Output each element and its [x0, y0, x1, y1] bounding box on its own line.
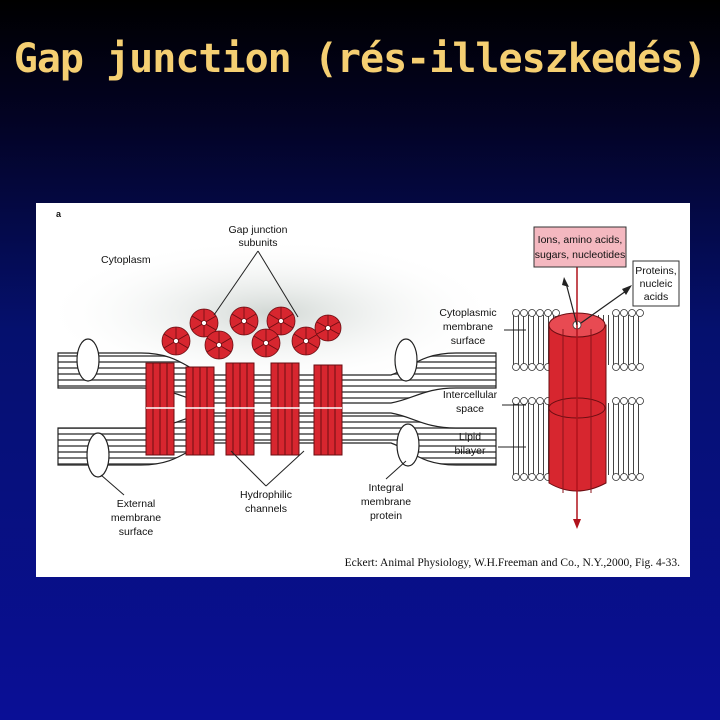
- ions-box-line1: Ions, amino acids,: [538, 234, 623, 246]
- connexon-channels: [145, 362, 343, 456]
- label-cytoplasm: Cytoplasm: [101, 254, 151, 266]
- label-cytoplasmic-surface-3: surface: [451, 335, 486, 347]
- label-integral-protein-1: Integral: [368, 482, 403, 494]
- connexon-cylinder-detail: [548, 263, 632, 529]
- label-lipid-bilayer-2: bilayer: [455, 445, 486, 457]
- label-lipid-bilayer-1: Lipid: [459, 431, 481, 443]
- label-gap-junction-subunits-2: subunits: [238, 237, 277, 249]
- gap-junction-figure: a: [36, 203, 690, 577]
- proteins-box-line3: acids: [644, 291, 669, 303]
- label-intercellular-space-1: Intercellular: [443, 389, 498, 401]
- integral-protein-oval: [86, 432, 110, 478]
- ions-box: [533, 226, 627, 268]
- leader-lines: [100, 329, 526, 496]
- label-intercellular-space-2: space: [456, 403, 484, 415]
- label-external-surface-3: surface: [119, 526, 154, 538]
- proteins-box-line2: nucleic: [640, 278, 673, 290]
- label-integral-protein-3: protein: [370, 510, 402, 522]
- label-hydrophilic-channels-2: channels: [245, 503, 287, 515]
- label-external-surface-2: membrane: [111, 512, 161, 524]
- connexon-rosettes: [161, 306, 342, 360]
- ions-box-line2: sugars, nucleotides: [535, 249, 625, 261]
- label-cytoplasmic-surface-1: Cytoplasmic: [439, 307, 496, 319]
- integral-protein-oval: [396, 423, 420, 467]
- integral-protein-oval: [76, 338, 100, 382]
- label-cytoplasmic-surface-2: membrane: [443, 321, 493, 333]
- label-gap-junction-subunits-1: Gap junction: [229, 224, 288, 236]
- figure-citation: Eckert: Animal Physiology, W.H.Freeman a…: [344, 557, 680, 569]
- label-integral-protein-2: membrane: [361, 496, 411, 508]
- channels-pointer-lines: [230, 450, 305, 487]
- proteins-box-line1: Proteins,: [635, 265, 676, 277]
- panel-letter: a: [56, 209, 62, 219]
- integral-protein-oval: [394, 338, 418, 382]
- label-hydrophilic-channels-1: Hydrophilic: [240, 489, 292, 501]
- slide-title: Gap junction (rés-illeszkedés): [13, 36, 707, 82]
- subunits-pointer-lines: [213, 250, 299, 318]
- proteins-box: [632, 260, 680, 307]
- gap-junction-diagram: a: [41, 209, 680, 538]
- label-external-surface-1: External: [117, 498, 156, 510]
